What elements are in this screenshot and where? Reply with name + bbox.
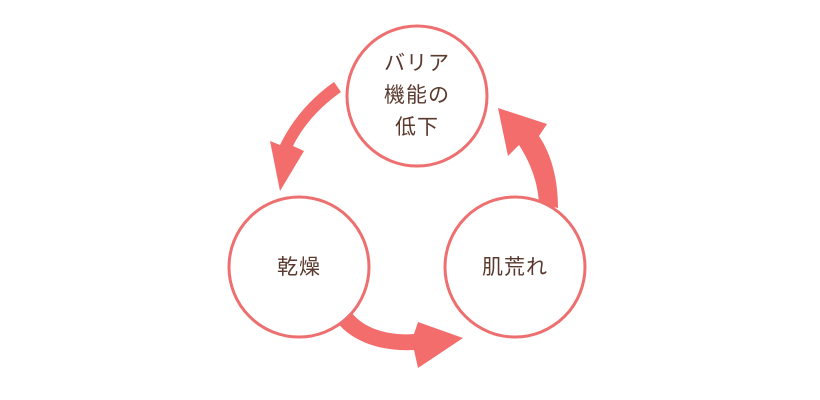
node-barrier-line-3: 低下 bbox=[395, 115, 439, 139]
node-barrier-line-2: 機能の bbox=[384, 83, 450, 107]
arrow-dryness-to-skin bbox=[337, 312, 463, 368]
node-skin-label: 肌荒れ bbox=[482, 255, 548, 279]
node-barrier-circle bbox=[345, 24, 489, 168]
node-barrier-decline: バリア 機能の 低下 bbox=[345, 24, 489, 168]
node-skin-circle bbox=[443, 195, 587, 339]
arrow-skin-to-barrier bbox=[498, 108, 558, 208]
arrow-barrier-to-dryness bbox=[270, 82, 341, 191]
node-dryness: 乾燥 bbox=[227, 195, 371, 339]
node-dryness-circle bbox=[227, 195, 371, 339]
node-rough-skin: 肌荒れ bbox=[443, 195, 587, 339]
node-dryness-label: 乾燥 bbox=[277, 255, 321, 279]
node-barrier-line-1: バリア bbox=[384, 51, 450, 75]
